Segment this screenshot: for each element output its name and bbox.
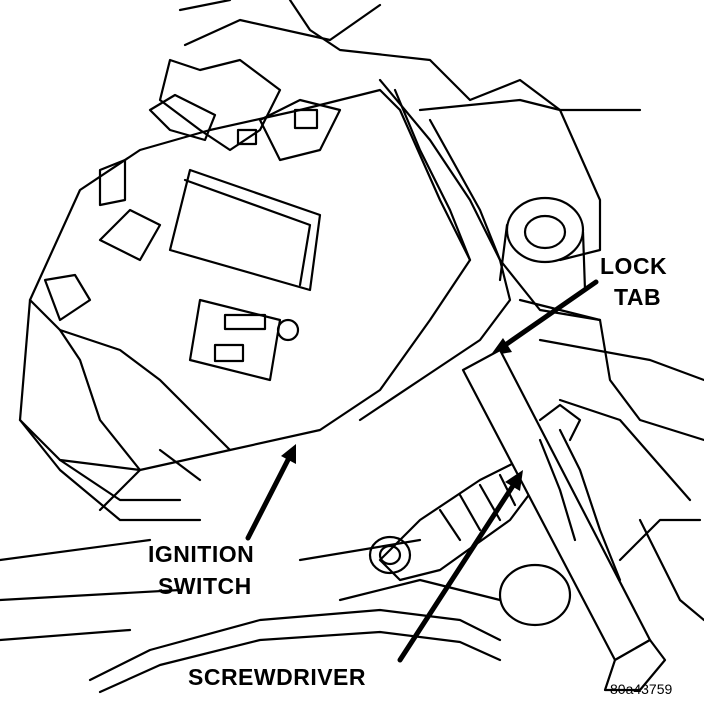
connector	[368, 403, 582, 582]
lock-tab-label-line1: LOCK	[600, 253, 668, 279]
figure-id: 80a43759	[610, 681, 673, 697]
ignition-switch-arrow	[245, 444, 296, 541]
screwdriver-arrow	[397, 470, 523, 663]
screwdriver	[461, 348, 667, 692]
ignition-switch-label-line1: IGNITION	[148, 541, 255, 567]
screwdriver-label: SCREWDRIVER	[188, 664, 367, 690]
upper-bracket	[148, 58, 342, 162]
wiring-harness	[88, 428, 702, 694]
column-housing	[358, 78, 587, 422]
lock-tab-label-line2: TAB	[614, 284, 662, 310]
ignition-switch-body	[18, 88, 472, 522]
ignition-switch-label-line2: SWITCH	[158, 573, 252, 599]
lock-tab-arrow	[490, 279, 599, 356]
